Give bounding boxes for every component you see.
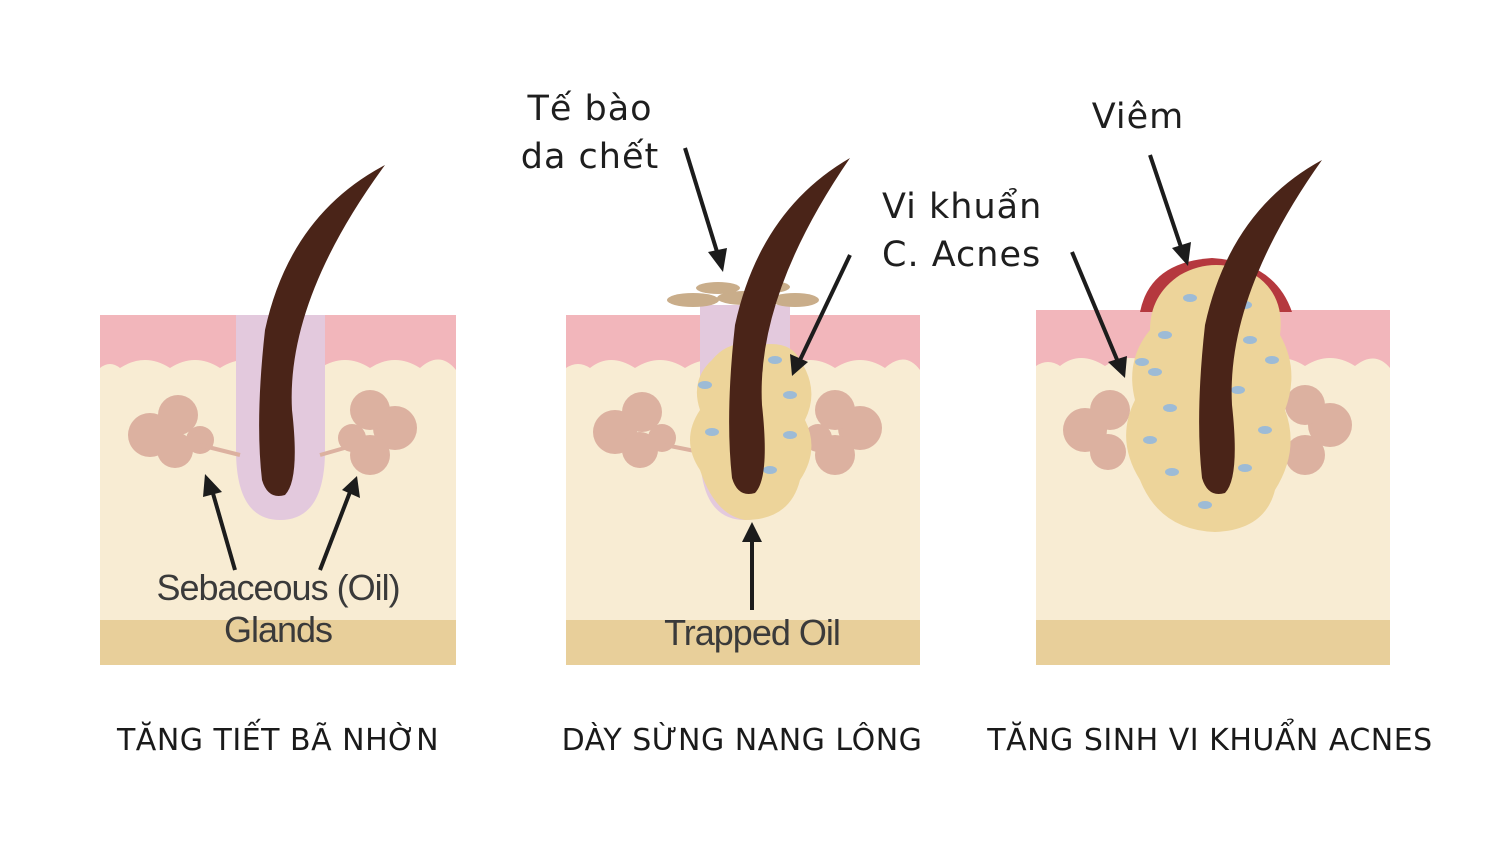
sebaceous-gland-left [1063,390,1130,470]
bacteria-callout-line1: Vi khuẩn [882,186,1042,227]
base-layer [566,620,920,665]
bacteria-callout-line2: C. Acnes [882,235,1041,275]
arrow-to-bacteria [1070,251,1127,378]
panel-bacteria-growth: Viêm TĂNG SINH VI KHUẨN ACNES [986,97,1432,758]
sebaceous-gland-left [593,392,701,468]
bacteria-cluster [698,356,797,474]
sebaceous-gland-right [804,390,882,475]
inflammation-callout: Viêm [1092,97,1185,137]
caption-follicle-keratinization: DÀY SỪNG NANG LÔNG [562,721,923,758]
base-layer [100,620,456,665]
glands-label-line2: Glands [224,609,332,650]
dead-skin-callout-line2: da chết [521,137,659,177]
caption-oil-production: TĂNG TIẾT BÃ NHỜN [116,719,439,758]
arrow-to-trapped-oil [742,522,762,610]
arrow-to-inflammation [1148,154,1191,266]
arrow-to-bacteria [790,254,852,376]
caption-bacteria-growth: TĂNG SINH VI KHUẨN ACNES [986,717,1432,758]
base-layer [1036,620,1390,665]
sebaceous-gland-right [319,390,417,475]
panel-oil-production: Sebaceous (Oil) Glands TĂNG TIẾT BÃ NHỜN [100,165,456,758]
panel-follicle-keratinization: Trapped Oil Tế bào da chết Vi khuẩn C. A… [521,89,1042,758]
glands-label-line1: Sebaceous (Oil) [156,567,399,608]
hair-strand [1199,160,1322,494]
arrow-to-dead-skin [683,147,727,272]
hair-strand [259,165,385,496]
sebaceous-gland-left [128,395,241,468]
arrow-to-right-gland [318,476,360,571]
hair-strand [729,158,850,494]
arrow-to-left-gland [203,474,237,571]
trapped-oil-label: Trapped Oil [664,612,840,653]
dead-skin-callout-line1: Tế bào [526,89,652,129]
sebaceous-gland-right [1285,385,1352,475]
